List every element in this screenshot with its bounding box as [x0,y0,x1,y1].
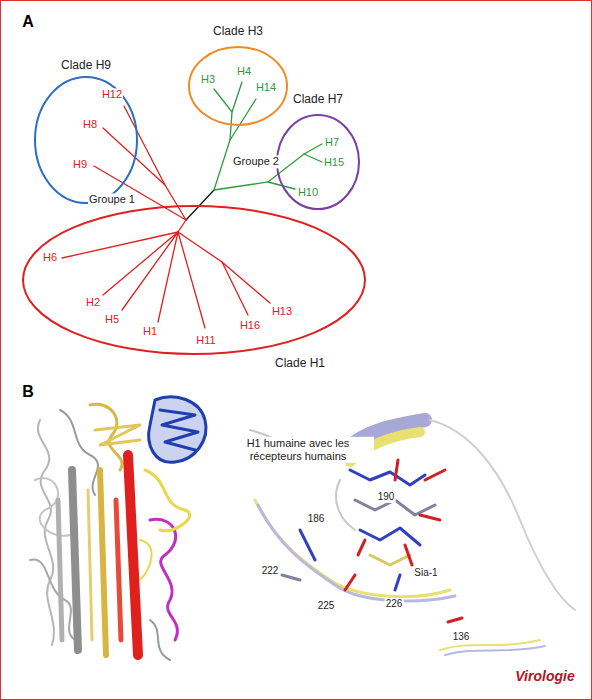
subtype-label: H10 [297,186,319,199]
clade-heading: Clade H7 [291,92,345,106]
subtype-label: H5 [104,313,120,326]
residue-label: Sia-1 [413,567,438,579]
clade-ellipse: Clade H1 [22,205,366,355]
residue-number: 226 [385,598,404,610]
clade-outline [22,205,366,355]
clade-heading: Clade H9 [59,58,113,72]
residue-number: 186 [307,513,326,525]
residue-number: 225 [317,600,336,612]
panel-letter: B [21,382,35,401]
group-label: Groupe 1 [88,193,136,206]
subtype-label: H11 [195,334,216,347]
subtype-label: H3 [200,73,216,86]
subtype-label: H1 [142,325,158,338]
group-label: Groupe 2 [232,155,280,168]
residue-number: 136 [452,631,471,643]
panel-letter: A [21,12,35,31]
residue-number: 222 [261,565,280,577]
subtype-label: H12 [101,88,123,101]
subtype-label: H8 [82,118,98,131]
subtype-label: H6 [42,251,58,264]
subtype-label: H4 [236,65,252,78]
subtype-label: H7 [324,136,340,149]
subtype-label: H13 [271,305,293,318]
subtype-label: H9 [72,158,88,171]
residue-number: 190 [377,491,396,503]
journal-watermark: Virologie [514,668,575,685]
clade-heading: Clade H3 [211,24,265,38]
subtype-label: H14 [255,81,277,94]
clade-heading: Clade H1 [273,356,327,370]
panel-caption: H1 humaine avec les récepteurs humains [222,437,374,463]
subtype-label: H15 [323,156,345,169]
subtype-label: H16 [239,319,261,332]
subtype-label: H2 [85,296,101,309]
